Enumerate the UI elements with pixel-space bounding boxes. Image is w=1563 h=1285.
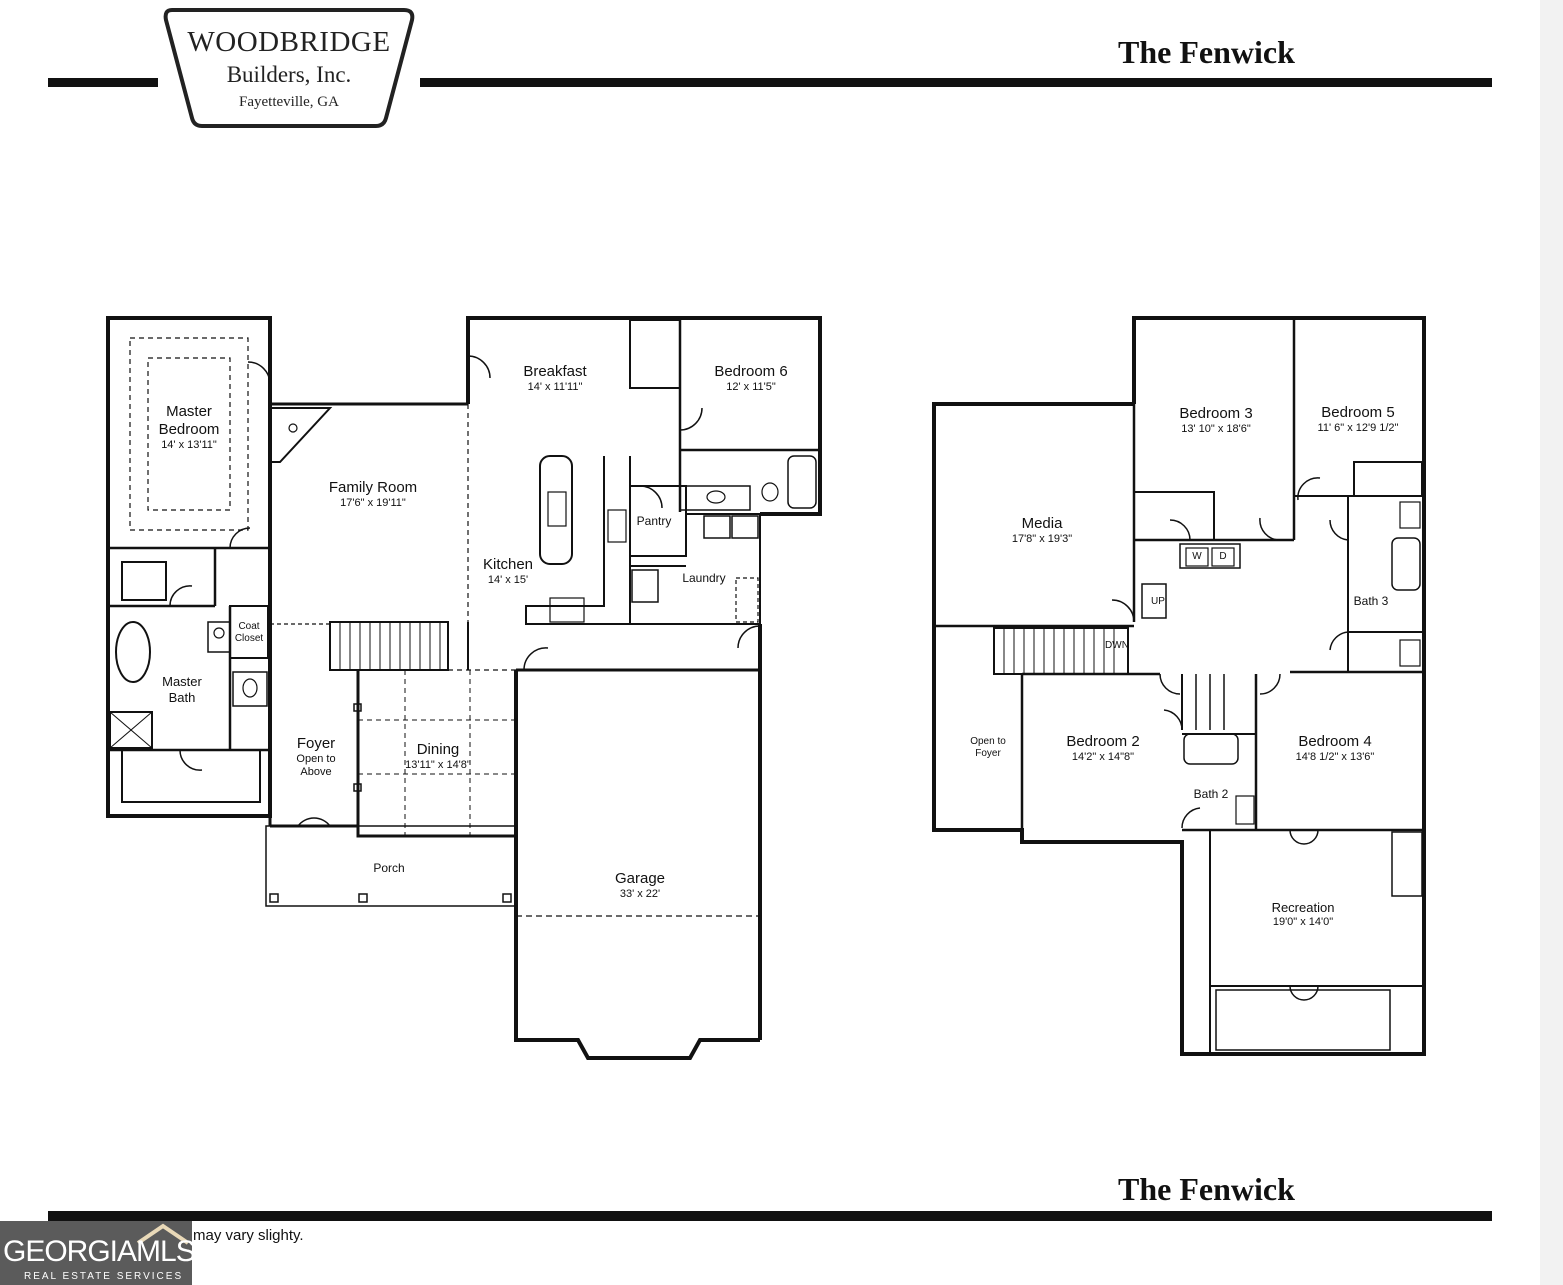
logo-company-suffix: Builders, Inc. xyxy=(226,62,352,87)
house-roof-icon xyxy=(136,1223,190,1245)
room-label-pantry: Pantry xyxy=(636,514,672,528)
watermark-tagline: REAL ESTATE SERVICES xyxy=(24,1271,184,1282)
room-label-bedroom-6: Bedroom 6 12' x 11'5" xyxy=(714,363,788,393)
room-label-breakfast: Breakfast 14' x 11'11" xyxy=(523,363,587,393)
room-label-master-bath: Master Bath xyxy=(162,674,202,705)
builder-logo: WOODBRIDGE Builders, Inc. Fayetteville, … xyxy=(158,6,420,132)
plan-title-top: The Fenwick xyxy=(1118,34,1295,70)
watermark-brand: GEORGIAMLS xyxy=(3,1235,192,1268)
room-label-media: Media 17'8" x 19'3" xyxy=(1011,515,1073,545)
room-label-bath-3: Bath 3 xyxy=(1353,594,1389,608)
footer-rule xyxy=(48,1211,1492,1221)
room-label-bedroom-4: Bedroom 4 14'8 1/2" x 13'6" xyxy=(1295,733,1375,763)
room-label-open-to-foyer: Open to Foyer xyxy=(970,736,1006,759)
washer-label: W xyxy=(1192,551,1202,562)
logo-badge-shape xyxy=(163,8,415,128)
room-label-family-room: Family Room 17'6" x 19'11" xyxy=(328,479,418,509)
stair-up-label: UP xyxy=(1151,596,1165,607)
first-floor-plan xyxy=(106,316,822,1060)
second-floor-plan xyxy=(932,316,1426,1056)
header-rule xyxy=(48,78,1492,87)
room-label-recreation: Recreation 19'0" x 14'0" xyxy=(1271,900,1335,928)
room-label-master-bedroom: Master Bedroom 14' x 13'11" xyxy=(158,403,220,451)
room-label-bath-2: Bath 2 xyxy=(1193,787,1229,801)
page-edge-strip xyxy=(1540,0,1563,1285)
room-label-kitchen: Kitchen 14' x 15' xyxy=(482,556,534,586)
room-label-coat-closet: Coat Closet xyxy=(234,621,264,644)
stair-down-label: DWN xyxy=(1105,640,1129,651)
plan-title-bottom: The Fenwick xyxy=(1118,1171,1295,1207)
room-label-foyer: Foyer Open to Above xyxy=(296,735,336,779)
georgia-mls-watermark: GEORGIAMLS REAL ESTATE SERVICES xyxy=(0,1221,192,1285)
room-label-dining: Dining 13'11" x 14'8" xyxy=(405,741,471,771)
logo-location: Fayetteville, GA xyxy=(239,94,339,110)
room-label-laundry: Laundry xyxy=(682,571,726,585)
room-label-porch: Porch xyxy=(373,861,405,875)
dryer-label: D xyxy=(1219,551,1227,562)
logo-company-name: WOODBRIDGE xyxy=(187,26,391,58)
room-label-garage: Garage 33' x 22' xyxy=(614,870,666,900)
room-label-bedroom-2: Bedroom 2 14'2" x 14"8" xyxy=(1066,733,1140,763)
room-label-bedroom-5: Bedroom 5 11' 6" x 12'9 1/2" xyxy=(1317,404,1399,434)
room-label-bedroom-3: Bedroom 3 13' 10" x 18'6" xyxy=(1179,405,1253,435)
disclaimer-text: may vary slighty. xyxy=(193,1227,304,1244)
